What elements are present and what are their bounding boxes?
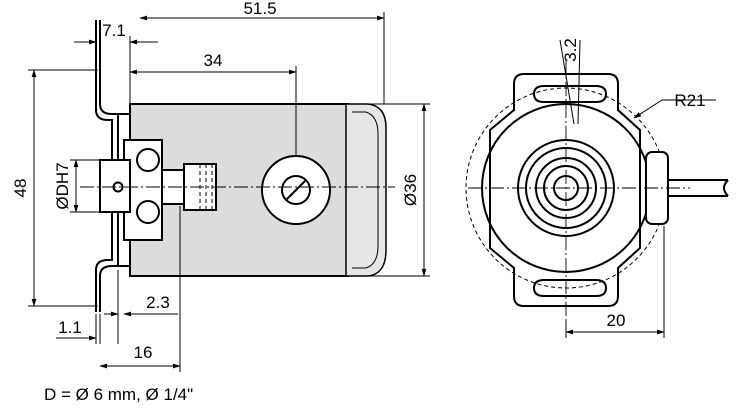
shaft-collar [99, 159, 131, 213]
cable-gland-slot [285, 179, 307, 201]
dim-flange-offset: 7.1 [102, 21, 126, 40]
side-view: 51.5 7.1 34 48 ØDH7 Ø36 2.3 1. [11, 0, 430, 372]
dim-body-to-connector: 34 [204, 51, 223, 70]
cable-end [723, 179, 729, 197]
dim-flange-thickness: 2.3 [146, 293, 170, 312]
mounting-slot-bottom [532, 279, 608, 297]
dim-radius: R21 [674, 91, 705, 110]
rear-cap [345, 103, 387, 277]
dim-shaft-bore: ØDH7 [53, 162, 72, 209]
diameter-note: D = Ø 6 mm, Ø 1/4" [44, 385, 193, 404]
dim-cable-offset: 20 [607, 311, 626, 330]
rear-cap-inner [352, 111, 379, 269]
clamp-screw-bottom [136, 200, 160, 224]
dim-slot-width: 3.2 [561, 38, 580, 62]
dim-hub-length: 16 [134, 343, 153, 362]
dim-body-diameter: Ø36 [401, 174, 420, 206]
dim-flange-step: 1.1 [58, 318, 82, 337]
mounting-slot-top [532, 85, 608, 103]
dim-line-3-2-a [559, 39, 575, 125]
dim-height: 48 [11, 179, 30, 198]
dim-line-3-2-b [577, 39, 581, 125]
dim-overall-length: 51.5 [243, 0, 276, 18]
clamp-screw-top [136, 148, 160, 172]
flange-outline [489, 73, 641, 307]
front-view: 3.2 R21 20 [465, 38, 729, 338]
r21-leader [633, 99, 663, 119]
